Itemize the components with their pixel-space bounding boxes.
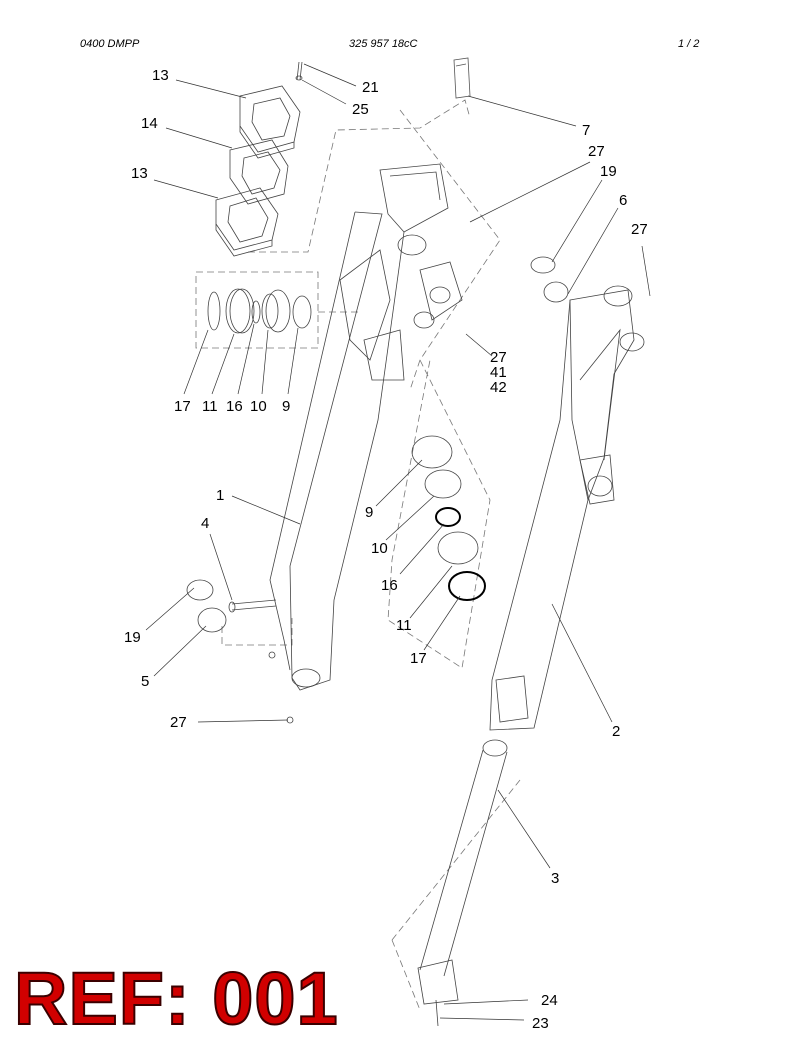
bolt-21 [295, 61, 303, 81]
flange-13-upper [239, 85, 301, 159]
header-part-number: 325 957 18cC [349, 38, 418, 50]
callout-13-lower: 13 [131, 165, 148, 182]
seal-kit-upper [207, 288, 312, 334]
callout-19-left: 19 [124, 629, 141, 646]
callout-7: 7 [582, 122, 590, 139]
boom-2 [489, 256, 645, 731]
callout-42: 42 [490, 379, 507, 396]
callout-13-upper: 13 [152, 67, 169, 84]
gasket-14 [229, 139, 289, 205]
callout-16-lower: 16 [381, 577, 398, 594]
callout-4: 4 [201, 515, 209, 532]
callout-27-top: 27 [588, 143, 605, 160]
callout-9-upper: 9 [282, 398, 290, 415]
callout-11-lower: 11 [396, 617, 412, 634]
callout-2: 2 [612, 723, 620, 740]
callout-14: 14 [141, 115, 158, 132]
seal-kit-lower [411, 435, 486, 601]
tube-3 [417, 739, 508, 1027]
callout-9-lower: 9 [365, 504, 373, 521]
header-doc-code: 0400 DMPP [80, 38, 140, 50]
callout-6: 6 [619, 192, 627, 209]
callout-27-bottom: 27 [170, 714, 187, 731]
callout-1: 1 [216, 487, 224, 504]
plate-7 [453, 57, 471, 99]
flange-13-lower [215, 187, 279, 257]
callout-17-upper: 17 [174, 398, 191, 415]
callout-10-upper: 10 [250, 398, 267, 415]
ref-stamp: REF: 001 [13, 957, 339, 1040]
header-page-number: 1 / 2 [678, 38, 700, 50]
callout-25: 25 [352, 101, 369, 118]
callout-3: 3 [551, 870, 559, 887]
callout-16-upper: 16 [226, 398, 243, 415]
callout-24: 24 [541, 992, 558, 1009]
pin-4-assembly [186, 579, 294, 724]
callout-27-mid: 27 [490, 349, 507, 366]
callout-10-lower: 10 [371, 540, 388, 557]
callout-labels: 13 21 25 14 7 27 13 19 6 27 17 11 16 10 … [124, 67, 648, 1032]
callout-41: 41 [490, 364, 507, 381]
callout-17-lower: 17 [410, 650, 427, 667]
callout-5: 5 [141, 673, 149, 690]
callout-19-right: 19 [600, 163, 617, 180]
callout-27-right: 27 [631, 221, 648, 238]
callout-11-upper: 11 [202, 398, 218, 415]
arm-1 [269, 163, 463, 691]
callout-23: 23 [532, 1015, 549, 1032]
callout-21: 21 [362, 79, 379, 96]
